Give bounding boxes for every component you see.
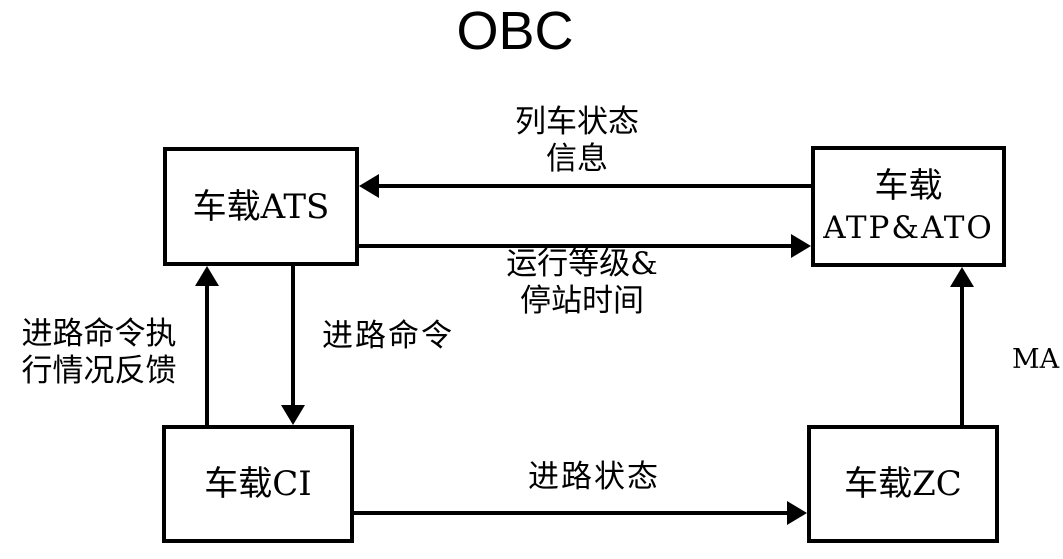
node-onboard-zc: 车载ZC — [807, 425, 999, 543]
route-cmd-feedback-label: 进路命令执 行情况反馈 — [21, 316, 177, 389]
node-onboard-atp-ato-label-line2: ATP&ATO — [823, 209, 994, 246]
diagram-title: OBC — [456, 1, 574, 61]
route-status-arrowhead-icon — [787, 501, 807, 525]
route-status-line — [354, 511, 787, 515]
ma-arrowhead-icon — [950, 267, 974, 287]
train-status-label: 列车状态 信息 — [515, 104, 639, 177]
route-cmd-label: 进路命令 — [322, 318, 454, 354]
ma-label: MA — [1012, 344, 1060, 375]
train-status-line — [379, 184, 811, 188]
node-onboard-ci-label: 车载CI — [204, 464, 312, 504]
route-status-label: 进路状态 — [528, 459, 660, 495]
ma-line — [960, 287, 964, 425]
run-level-label: 运行等级& 停站时间 — [506, 246, 658, 319]
node-onboard-atp-ato: 车载 ATP&ATO — [811, 146, 1006, 267]
node-onboard-ats-label: 车载ATS — [192, 186, 330, 227]
route-cmd-line — [291, 266, 295, 405]
node-onboard-ats: 车载ATS — [163, 147, 359, 266]
node-onboard-zc-label: 车载ZC — [844, 464, 962, 504]
node-onboard-atp-ato-label-line1: 车载 — [874, 165, 943, 206]
run-level-arrowhead-icon — [791, 234, 811, 258]
route-cmd-arrowhead-icon — [281, 405, 305, 425]
node-onboard-ci: 车载CI — [162, 425, 354, 543]
run-level-line — [359, 244, 791, 248]
route-cmd-feedback-line — [205, 286, 209, 425]
route-cmd-feedback-arrowhead-icon — [195, 266, 219, 286]
train-status-arrowhead-icon — [359, 174, 379, 198]
